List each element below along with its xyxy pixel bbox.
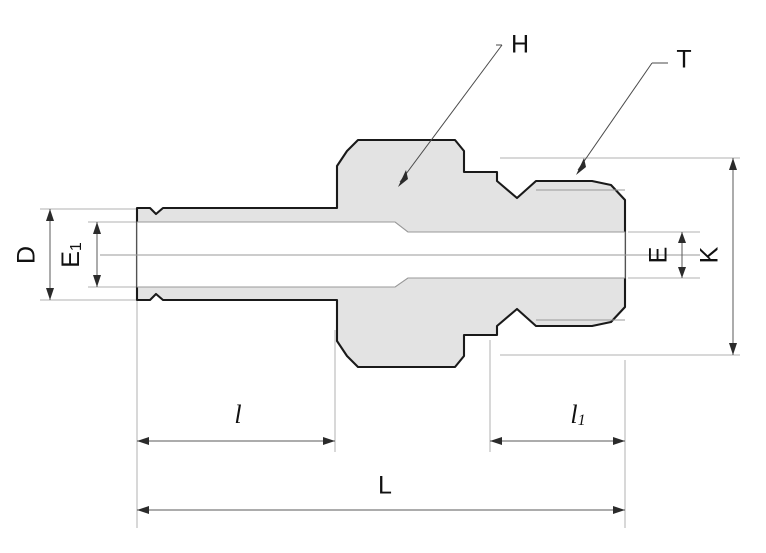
dimension-E: E: [645, 232, 686, 278]
dimension-E1: E1: [57, 222, 101, 287]
dimension-D: D: [13, 209, 54, 300]
callout-H: H: [398, 31, 529, 187]
dimension-L: L: [137, 472, 625, 514]
callout-label-H: H: [511, 31, 529, 59]
dimension-l1: l1: [490, 400, 625, 445]
extension-lines: [40, 157, 740, 528]
dimension-label-K: K: [696, 246, 724, 263]
callout-label-T: T: [676, 46, 691, 74]
dimension-l: l: [137, 400, 335, 445]
dimension-label-E: E: [645, 247, 673, 264]
callout-T: T: [576, 46, 692, 175]
dimension-label-l: l: [234, 400, 241, 429]
dimension-label-E1: E1: [57, 242, 86, 268]
dimension-K: K: [696, 158, 737, 355]
internal-thin-lines: [100, 189, 700, 321]
dimension-label-l1: l1: [570, 400, 585, 429]
dimension-label-L: L: [378, 472, 392, 500]
dimension-label-D: D: [13, 246, 41, 264]
